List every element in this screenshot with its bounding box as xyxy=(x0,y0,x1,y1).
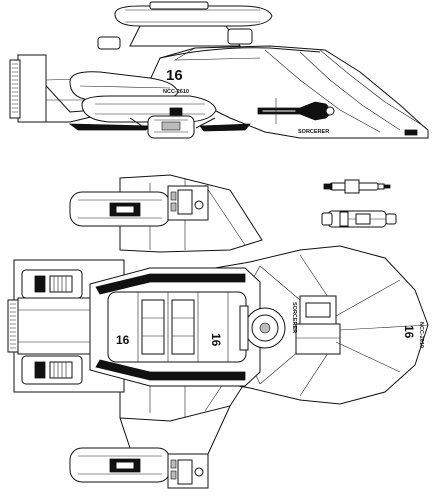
top-registry-nose: NCC-2610 xyxy=(418,322,424,348)
side-ship-name: SORCERER xyxy=(298,129,329,135)
side-hull-number: 16 xyxy=(166,67,183,84)
upper-nacelle-pod xyxy=(97,1,273,50)
shuttle-side-view xyxy=(323,179,391,194)
side-registry-label: NCC-2610 xyxy=(163,89,189,95)
top-ship-name-vertical: SORCERER xyxy=(291,302,297,333)
top-view: 16 16 16 NCC-2610 SORCERER xyxy=(7,174,429,489)
shuttle-detail-views xyxy=(321,179,397,228)
top-hull-number-left: 16 xyxy=(116,333,130,347)
side-view: 16 NCC-2610 SORCERER xyxy=(9,1,429,139)
main-hull-side xyxy=(9,45,429,139)
central-body-top xyxy=(7,245,429,405)
shuttle-top-view xyxy=(321,210,397,228)
top-hull-number-right: 16 xyxy=(209,333,223,347)
upper-wing xyxy=(69,174,263,253)
top-hull-number-nose: 16 xyxy=(402,325,416,339)
